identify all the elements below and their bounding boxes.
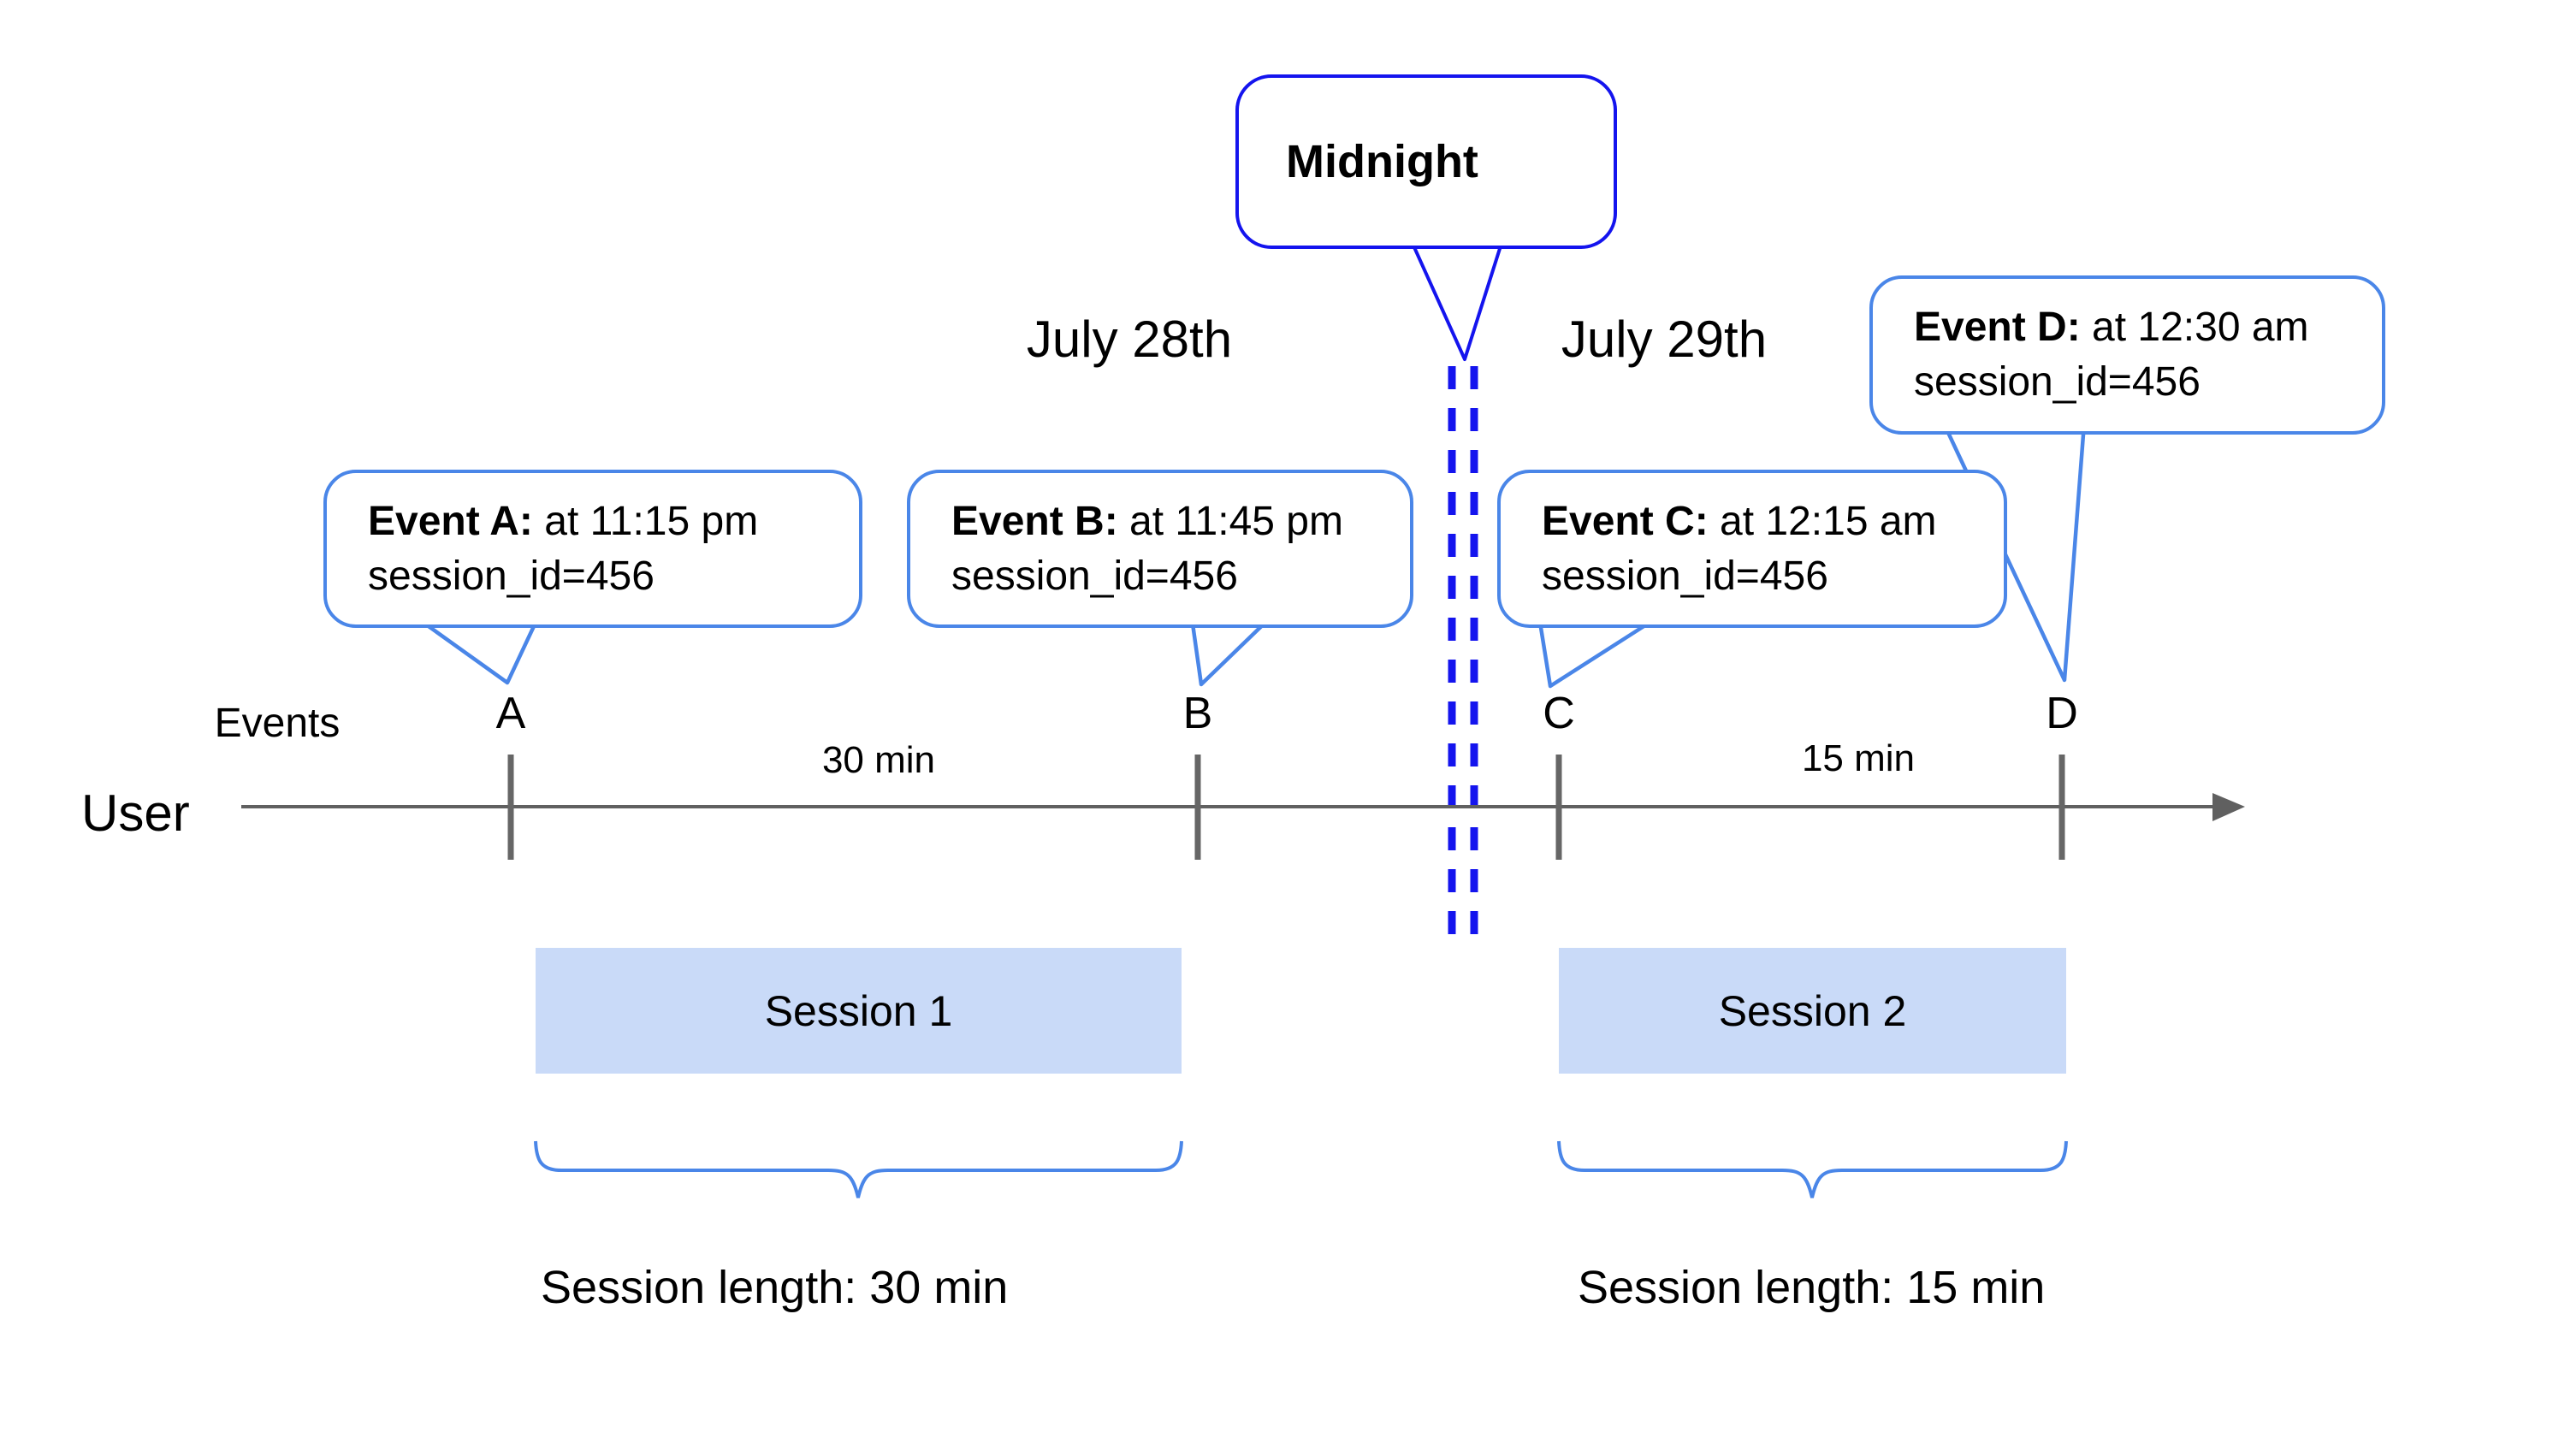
interval-label-15min: 15 min	[1801, 737, 1916, 779]
date-label-july-28: July 28th	[1026, 311, 1233, 368]
tick-label-c: C	[1543, 689, 1575, 738]
event-a-callout: Event A: at 11:15 pm session_id=456	[323, 470, 862, 628]
session-1-brace	[534, 1140, 1183, 1199]
session-2-brace	[1557, 1140, 2068, 1199]
event-a-line2: session_id=456	[368, 553, 655, 599]
session-2-label: Session 2	[1718, 986, 1907, 1035]
event-b-line2: session_id=456	[951, 553, 1238, 599]
tick-label-d: D	[2046, 689, 2078, 738]
session-1-label: Session 1	[764, 986, 953, 1035]
midnight-bubble-tail	[1408, 236, 1505, 361]
event-b-callout: Event B: at 11:45 pm session_id=456	[907, 470, 1413, 628]
session-2-length-label: Session length: 15 min	[1578, 1262, 2046, 1313]
events-axis-label: Events	[214, 701, 341, 746]
event-b-line1: Event B: at 11:45 pm	[951, 498, 1343, 544]
midnight-callout: Midnight	[1235, 74, 1617, 249]
timeline-arrowhead	[2212, 793, 2245, 821]
date-label-july-29: July 29th	[1561, 311, 1768, 368]
event-d-line1: Event D: at 12:30 am	[1914, 305, 2309, 350]
tick-label-a: A	[495, 689, 526, 738]
event-c-line2: session_id=456	[1542, 553, 1828, 599]
session-2-box: Session 2	[1559, 948, 2066, 1074]
event-c-line1: Event C: at 12:15 am	[1542, 498, 1937, 544]
event-d-line2: session_id=456	[1914, 359, 2201, 405]
tick-label-b: B	[1182, 689, 1213, 738]
session-1-length-label: Session length: 30 min	[541, 1262, 1009, 1313]
session-1-box: Session 1	[536, 948, 1182, 1074]
midnight-label: Midnight	[1286, 136, 1478, 187]
event-d-callout: Event D: at 12:30 am session_id=456	[1869, 275, 2385, 435]
event-c-callout: Event C: at 12:15 am session_id=456	[1497, 470, 2007, 628]
user-axis-label: User	[81, 784, 190, 842]
interval-label-30min: 30 min	[821, 739, 936, 781]
event-a-line1: Event A: at 11:15 pm	[368, 498, 759, 544]
